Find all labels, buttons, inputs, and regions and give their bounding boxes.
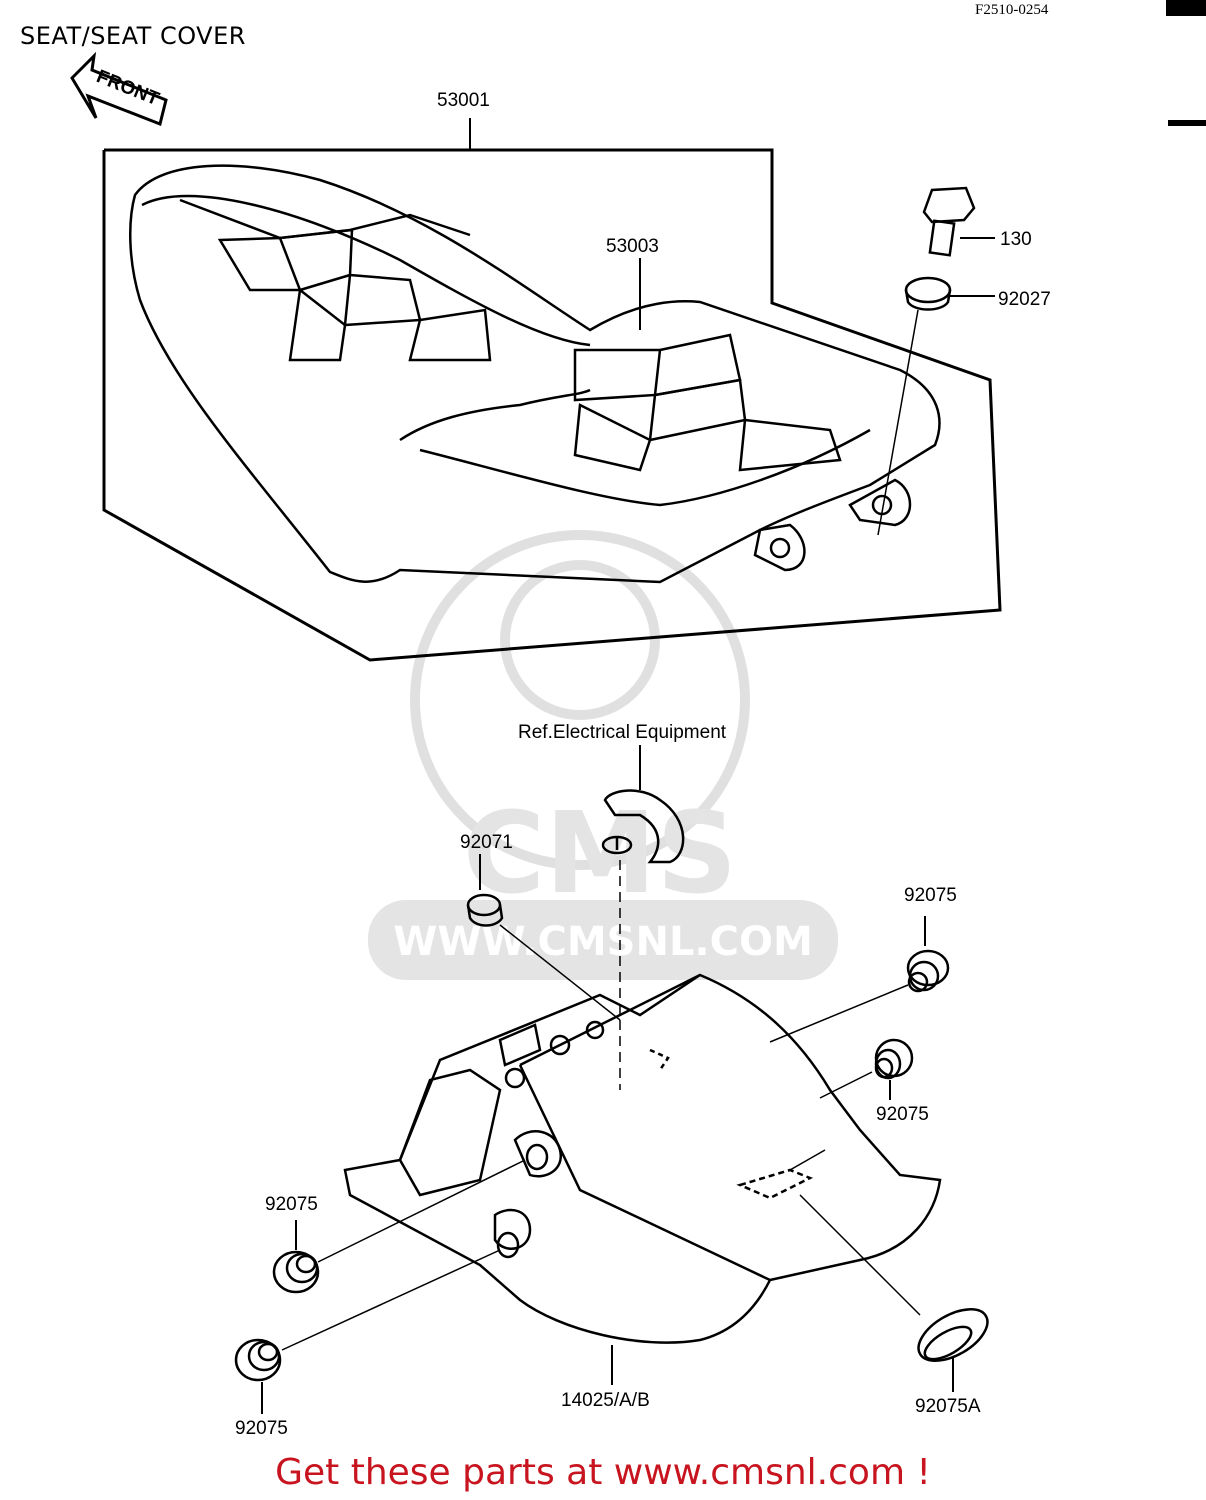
bolt-130-icon xyxy=(922,186,976,257)
part-label-130: 130 xyxy=(1000,229,1032,250)
grommet-mid-right-icon xyxy=(874,1038,914,1080)
part-label-92075-bottom-left: 92075 xyxy=(235,1418,288,1439)
part-label-92075-upper-right: 92075 xyxy=(904,885,957,906)
part-label-53001: 53001 xyxy=(437,90,490,111)
watermark-url-text: WWW.CMSNL.COM xyxy=(393,919,813,965)
grommet-bottom-left-icon xyxy=(234,1338,282,1382)
damper-92071-icon xyxy=(466,893,504,927)
part-label-92027: 92027 xyxy=(998,289,1051,310)
document-code: F2510-0254 xyxy=(975,2,1049,18)
footer-promo-link[interactable]: Get these parts at www.cmsnl.com ! xyxy=(275,1452,931,1493)
part-label-92075a: 92075A xyxy=(915,1396,981,1417)
grommet-left-icon xyxy=(272,1250,320,1294)
collar-92027-icon xyxy=(904,276,952,311)
edge-mark-mid xyxy=(1168,120,1206,126)
edge-mark-top xyxy=(1166,0,1206,16)
page-title: SEAT/SEAT COVER xyxy=(20,22,246,50)
part-label-92075-left: 92075 xyxy=(265,1194,318,1215)
watermark-mascot xyxy=(410,530,750,870)
ref-electrical-note: Ref.Electrical Equipment xyxy=(518,722,727,743)
grommet-upper-right-icon xyxy=(906,949,950,993)
watermark-logo-text: CMS xyxy=(463,789,737,919)
electrical-bracket-icon xyxy=(601,789,685,864)
watermark-banner xyxy=(368,900,838,980)
part-label-53003: 53003 xyxy=(606,236,659,257)
part-label-14025: 14025/A/B xyxy=(561,1390,650,1411)
watermark: CMS WWW.CMSNL.COM xyxy=(368,530,838,980)
seat-drawing xyxy=(129,164,941,584)
part-label-92071: 92071 xyxy=(460,832,513,853)
seat-assembly-frame xyxy=(102,148,1002,662)
grommet-92075a-icon xyxy=(917,1308,989,1362)
part-label-92075-mid-right: 92075 xyxy=(876,1104,929,1125)
front-arrow-icon: FRONT xyxy=(70,51,168,127)
tail-cover-drawing xyxy=(343,973,942,1344)
